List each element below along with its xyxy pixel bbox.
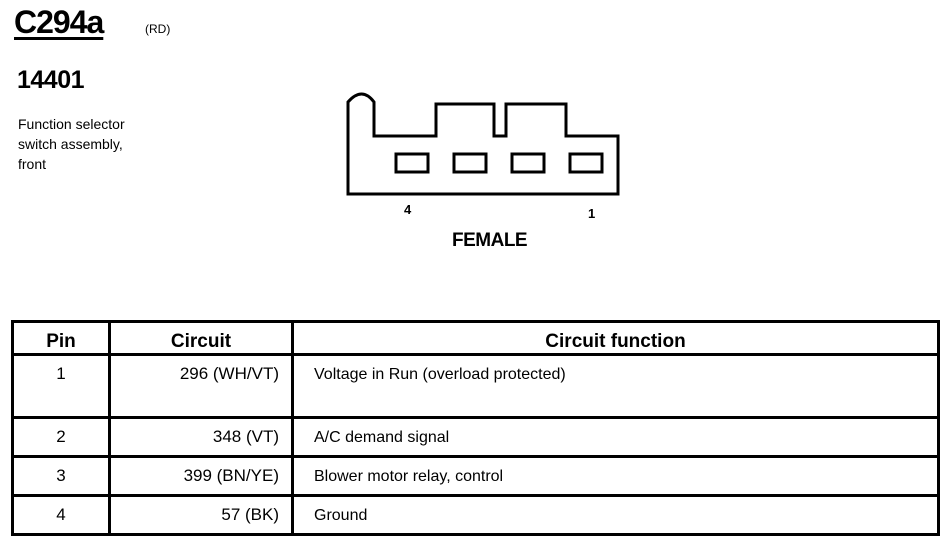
- circuit-cell: 348 (VT): [108, 416, 294, 458]
- part-description: Function selector switch assembly, front: [18, 114, 178, 174]
- function-cell: Voltage in Run (overload protected): [291, 353, 940, 419]
- connector-gender: FEMALE: [452, 230, 528, 251]
- circuit-cell: 399 (BN/YE): [108, 455, 294, 497]
- table-header-row: Pin Circuit Circuit function: [11, 320, 940, 356]
- pin-cell: 2: [11, 416, 111, 458]
- function-value: A/C demand signal: [314, 429, 450, 446]
- pin-cavity-3: [452, 152, 488, 174]
- circuit-value: 399 (BN/YE): [183, 466, 279, 485]
- pin-label-right: 1: [588, 206, 596, 221]
- pin-value: 3: [56, 466, 66, 485]
- column-header-function: Circuit function: [291, 320, 940, 356]
- table-row: 2 348 (VT) A/C demand signal: [11, 416, 940, 458]
- pinout-table: Pin Circuit Circuit function 1 296 (WH/V…: [11, 320, 940, 536]
- pin-value: 1: [56, 364, 66, 383]
- function-value: Voltage in Run (overload protected): [314, 366, 566, 383]
- table-row: 3 399 (BN/YE) Blower motor relay, contro…: [11, 455, 940, 497]
- connector-face-diagram: [346, 92, 620, 196]
- pin-cell: 4: [11, 494, 111, 536]
- pin-cavity-4: [394, 152, 430, 174]
- circuit-value: 296 (WH/VT): [179, 364, 279, 383]
- function-cell: A/C demand signal: [291, 416, 940, 458]
- function-value: Ground: [314, 507, 368, 524]
- pin-cavity-2: [510, 152, 546, 174]
- table-row: 4 57 (BK) Ground: [11, 494, 940, 536]
- function-cell: Blower motor relay, control: [291, 455, 940, 497]
- table-row: 1 296 (WH/VT) Voltage in Run (overload p…: [11, 353, 940, 419]
- circuit-cell: 296 (WH/VT): [108, 353, 294, 419]
- function-cell: Ground: [291, 494, 940, 536]
- pin-label-left: 4: [404, 202, 412, 217]
- pin-cavity-1: [568, 152, 604, 174]
- part-description-line: switch assembly,: [18, 136, 123, 152]
- pin-cell: 1: [11, 353, 111, 419]
- column-header-pin: Pin: [11, 320, 111, 356]
- pin-value: 4: [56, 505, 66, 524]
- connector-housing-outline: [346, 92, 620, 196]
- part-description-line: front: [18, 156, 47, 172]
- connector-color-note: (RD): [145, 22, 171, 36]
- column-header-circuit: Circuit: [108, 320, 294, 356]
- pin-cell: 3: [11, 455, 111, 497]
- circuit-value: 348 (VT): [212, 427, 279, 446]
- function-value: Blower motor relay, control: [314, 468, 504, 485]
- connector-id: C294a: [14, 4, 104, 40]
- circuit-value: 57 (BK): [221, 505, 279, 524]
- part-number: 14401: [17, 66, 85, 94]
- part-description-line: Function selector: [18, 116, 125, 132]
- pin-value: 2: [56, 427, 66, 446]
- circuit-cell: 57 (BK): [108, 494, 294, 536]
